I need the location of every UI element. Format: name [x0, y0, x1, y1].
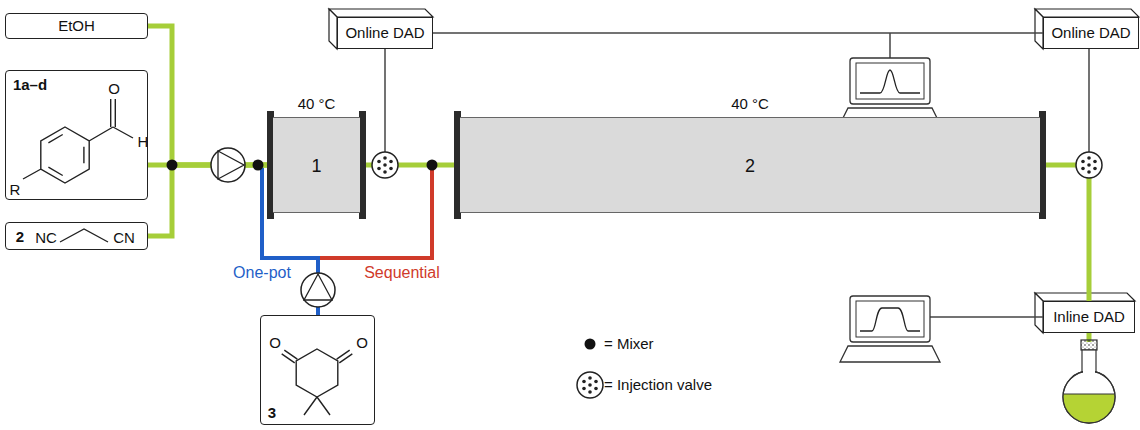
detector-side-face: [1035, 293, 1043, 333]
compound-number: 3: [268, 404, 276, 421]
legend-valve-sample: [577, 372, 603, 398]
node-label: Inline DAD: [1053, 308, 1125, 325]
detector-lead: [384, 49, 386, 152]
tubing-line: [1040, 165, 1089, 301]
group-label: CN: [113, 229, 135, 246]
reactor-cap: [1039, 111, 1046, 219]
tubing-line: [148, 165, 273, 236]
computer-monitor: [850, 296, 930, 342]
legend-text: = Injection valve: [604, 376, 712, 393]
node-label: EtOH: [58, 17, 95, 34]
tubing-line: [433, 32, 1043, 34]
computer-lead: [930, 316, 1043, 318]
mixer: [427, 160, 438, 171]
computer-screen: [856, 301, 924, 337]
injection-valve: [1076, 152, 1102, 178]
detector-lead: [1088, 49, 1090, 152]
computer-keyboard: [840, 346, 940, 362]
flask-joint: [1083, 369, 1095, 375]
solvent-reservoir: EtOH: [5, 13, 148, 39]
tubing-line: [148, 26, 273, 165]
atom-label: O: [269, 334, 281, 351]
mixer: [253, 160, 264, 171]
bond-lines: [23, 99, 133, 183]
legend-mixer-sample: [585, 339, 596, 350]
computer-monitor: [850, 58, 930, 104]
detector-box: Inline DAD: [1043, 301, 1135, 333]
detector-side-face: [329, 9, 337, 49]
atom-label: O: [108, 80, 120, 97]
reagent-reservoir: 1a–d O H R: [5, 70, 148, 200]
computer-screen: [856, 63, 924, 99]
detector-top-face: [329, 9, 433, 17]
legend-text: = Mixer: [604, 335, 654, 352]
mixer: [167, 160, 178, 171]
reagent-reservoir: 3 O O: [260, 315, 375, 425]
reactor-number: 2: [745, 156, 755, 177]
detector-box: Online DAD: [337, 17, 433, 49]
injection-valve: [372, 152, 398, 178]
structure-drawing: [260, 315, 375, 425]
bond-lines: [281, 349, 352, 415]
bond-lines: [60, 229, 108, 242]
plateau-trace: [860, 308, 920, 331]
reactor-coil: 40 °C2: [460, 117, 1040, 213]
flask-stopper: [1081, 340, 1097, 350]
node-label: Online DAD: [345, 24, 424, 41]
detector-side-face: [1035, 9, 1043, 49]
compound-number: 2: [16, 228, 24, 245]
node-label: Online DAD: [1051, 24, 1130, 41]
reactor-number: 1: [311, 156, 321, 177]
atom-label: O: [356, 334, 368, 351]
reactor-cap: [359, 111, 366, 219]
reactor-coil: 40 °C1: [273, 117, 360, 213]
pump-symbol: [211, 148, 245, 182]
computer-lead: [889, 33, 891, 58]
flask-neck: [1082, 350, 1096, 374]
detector-top-face: [1035, 9, 1139, 17]
edge-label: One-pot: [233, 264, 291, 282]
peak-trace: [860, 70, 920, 93]
atom-label: H: [138, 133, 149, 150]
temperature-label: 40 °C: [731, 95, 769, 112]
liquid-surface: [1064, 394, 1114, 395]
temperature-label: 40 °C: [298, 95, 336, 112]
compound-number: 1a–d: [13, 76, 47, 93]
substituent-label: R: [10, 181, 21, 198]
edge-label: Sequential: [364, 264, 440, 282]
pump-symbol: [301, 273, 335, 307]
reagent-reservoir: 2 NC CN: [5, 222, 148, 250]
detector-top-face: [1035, 293, 1135, 301]
detector-box: Online DAD: [1043, 17, 1139, 49]
group-label: NC: [35, 229, 57, 246]
flask-outline: [1063, 371, 1115, 423]
